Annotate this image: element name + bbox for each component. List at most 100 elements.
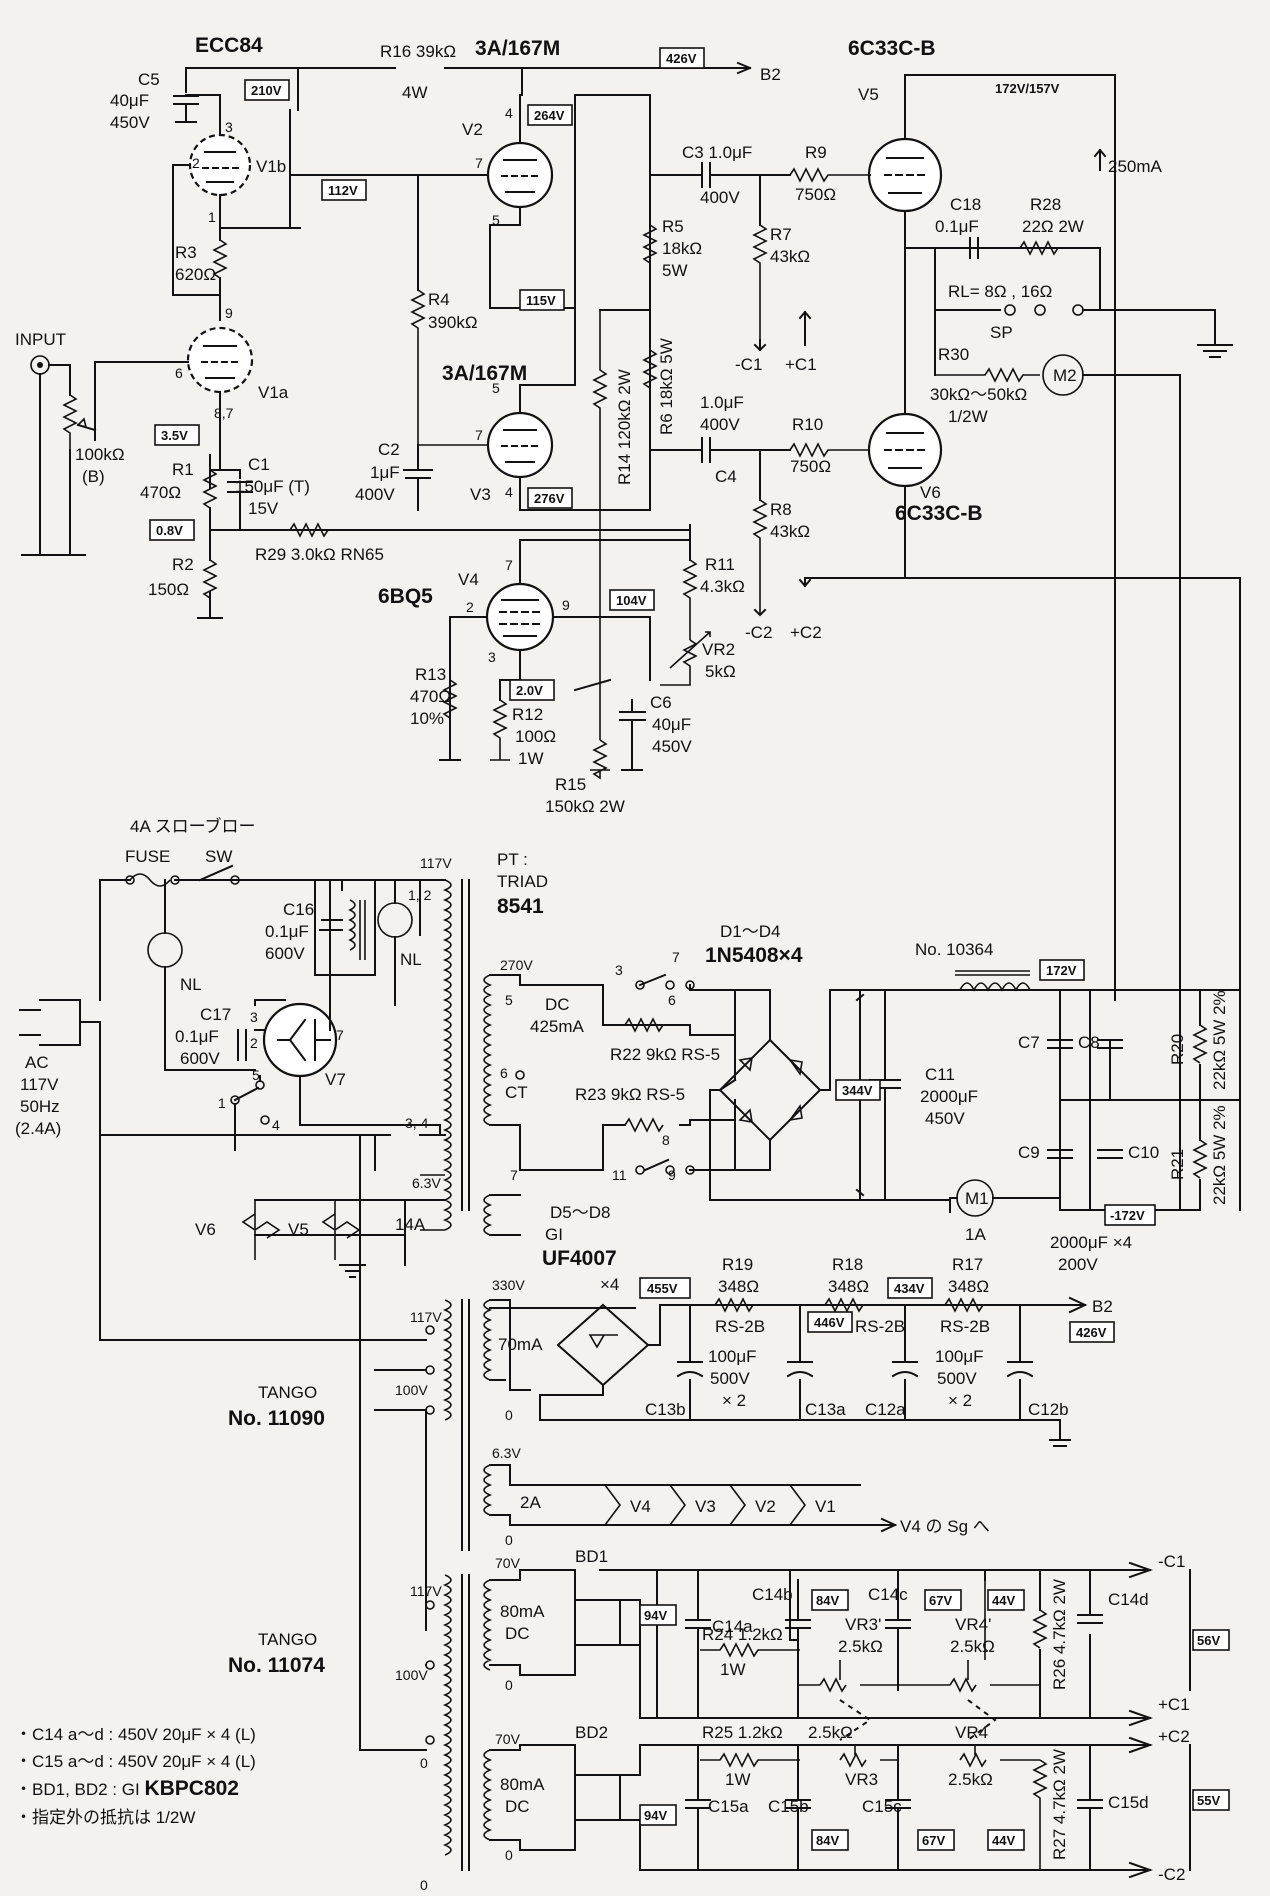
label-sw-4: 4 xyxy=(272,1117,280,1133)
label-c12-voltage: 500V xyxy=(937,1369,977,1388)
voltage-label: 264V xyxy=(534,108,565,123)
label-c15c: C15c xyxy=(862,1797,902,1816)
voltage-label: 172V xyxy=(1046,963,1077,978)
tube-type-label: 3A/167M xyxy=(442,362,527,385)
label-r26: R26 4.7kΩ 2W xyxy=(1050,1579,1069,1690)
capacitor-c17 xyxy=(237,1029,247,1061)
label-tango-2: TANGO xyxy=(258,1630,317,1649)
label-tap-117v-c: 117V xyxy=(410,1583,442,1599)
voltage-label: -172V xyxy=(1110,1208,1145,1223)
note-bd: ・BD1, BD2 : GI KBPC802 xyxy=(15,1777,239,1800)
label-c12b: C12b xyxy=(1028,1400,1069,1419)
label-minus-c2-out: -C2 xyxy=(1158,1865,1185,1884)
label-c7-c10-value: 2000μF ×4 xyxy=(1050,1233,1132,1252)
label-v4-screen: V4 の Sg へ xyxy=(900,1517,990,1536)
label-c5: C5 xyxy=(138,70,160,89)
neon-lamp-nl xyxy=(147,932,183,968)
heater-v5 xyxy=(321,1200,361,1260)
label-choke: No. 10364 xyxy=(915,940,993,959)
note-bd-label: ・BD1, BD2 : GI xyxy=(15,1780,144,1799)
tube-type-label: 6BQ5 xyxy=(378,585,433,608)
label-bd1: BD1 xyxy=(575,1547,608,1566)
label-sw-7: 7 xyxy=(672,949,680,965)
label-r21-value: 22kΩ 5W 2% xyxy=(1210,1105,1229,1205)
label-1n5408: 1N5408×4 xyxy=(705,944,803,967)
voltage-label: 276V xyxy=(534,491,565,506)
resistor-r26 xyxy=(1032,1609,1048,1649)
label-speaker: SP xyxy=(990,323,1013,342)
label-r30-watt: 1/2W xyxy=(948,407,988,426)
voltage-label: 112V xyxy=(328,183,358,198)
resistor-r11 xyxy=(682,559,698,640)
voltage-label: 94V xyxy=(644,1608,667,1623)
heater-v6 xyxy=(241,1200,281,1260)
label-c4-voltage: 400V xyxy=(700,415,740,434)
label-r16-watt: 4W xyxy=(402,83,428,102)
label-r24-watt: 1W xyxy=(720,1660,746,1679)
resistor-r2 xyxy=(202,559,218,599)
label-vr4-value: 2.5kΩ xyxy=(948,1770,993,1789)
resistor-r29 xyxy=(289,522,329,538)
voltage-label: 446V xyxy=(814,1315,845,1330)
label-d5-d8: D5～D8 xyxy=(550,1203,610,1222)
label-c7-c10-voltage: 200V xyxy=(1058,1255,1098,1274)
pin-number: 7 xyxy=(475,155,483,171)
label-c2-value: 1μF xyxy=(370,463,400,482)
resistor-r12 xyxy=(490,699,510,761)
voltage-label: 44V xyxy=(992,1833,1015,1848)
label-current: 250mA xyxy=(1108,157,1163,176)
pin-number: 7 xyxy=(505,557,513,573)
label-r1: R1 xyxy=(172,460,194,479)
resistor-r1 xyxy=(202,469,218,509)
label-r19-type: RS-2B xyxy=(715,1317,765,1336)
label-c17-voltage: 600V xyxy=(180,1049,220,1068)
label-tap-5: 5 xyxy=(505,992,513,1008)
capacitor-c6 xyxy=(619,699,646,771)
resistor-r17 xyxy=(944,1297,984,1313)
label-heater-v1: V1 xyxy=(815,1497,836,1516)
pin-number: 5 xyxy=(492,212,500,228)
label-r30-value: 30kΩ～50kΩ xyxy=(930,385,1027,404)
capacitor-c9-c10 xyxy=(1047,1149,1123,1159)
label-gi: GI xyxy=(545,1225,563,1244)
resistor-r22 xyxy=(624,1017,664,1033)
note-bd-part: KBPC802 xyxy=(144,1777,239,1800)
tube-v1a xyxy=(186,326,254,394)
label-vr3-value: 2.5kΩ xyxy=(808,1723,853,1742)
label-r28-value: 22Ω 2W xyxy=(1022,217,1084,236)
tube-label: V1b xyxy=(256,157,286,176)
label-r15: R15 xyxy=(555,775,586,794)
voltage-label: 67V xyxy=(922,1833,945,1848)
resistor-r27 xyxy=(1032,1759,1048,1870)
label-tap-7: 7 xyxy=(510,1167,518,1183)
label-b2: B2 xyxy=(760,65,781,84)
label-r29: R29 3.0kΩ RN65 xyxy=(255,545,384,564)
label-tap-0-b: 0 xyxy=(505,1532,513,1548)
label-d1-d4: D1～D4 xyxy=(720,922,780,941)
label-r7-value: 43kΩ xyxy=(770,247,810,266)
resistor-r28 xyxy=(1019,240,1100,256)
note-resistors: ・指定外の抵抗は 1/2W xyxy=(15,1808,195,1827)
label-bd2: BD2 xyxy=(575,1723,608,1742)
label-current-70ma: 70mA xyxy=(498,1335,543,1354)
resistor-r4 xyxy=(410,289,488,446)
pin-number: 9 xyxy=(225,305,233,321)
label-r14: R14 120kΩ 2W xyxy=(615,369,634,485)
label-plus-c2: +C2 xyxy=(790,623,822,642)
label-r2-value: 150Ω xyxy=(148,580,189,599)
tube-v7 xyxy=(262,1002,338,1078)
label-vr3-prime: VR3' xyxy=(845,1615,881,1634)
label-c14c: C14c xyxy=(868,1585,908,1604)
note-c15: ・C15 a～d : 450V 20μF × 4 (L) xyxy=(15,1752,256,1771)
label-tango-2-number: No. 11074 xyxy=(228,1654,325,1677)
pin-numbers: 3 2 1 9 6 8,7 4 7 5 5 7 4 7 2 3 9 xyxy=(175,105,570,665)
label-heater-2a: 2A xyxy=(520,1493,541,1512)
pin-number: 5 xyxy=(492,380,500,396)
vr4-prime xyxy=(898,1580,1040,1693)
label-vr2-value: 5kΩ xyxy=(705,662,736,681)
resistor-r9 xyxy=(789,167,870,183)
resistor-r24 xyxy=(700,1642,800,1658)
tube-type-label: 6C33C-B xyxy=(848,37,936,60)
ac-plug xyxy=(19,999,101,1046)
